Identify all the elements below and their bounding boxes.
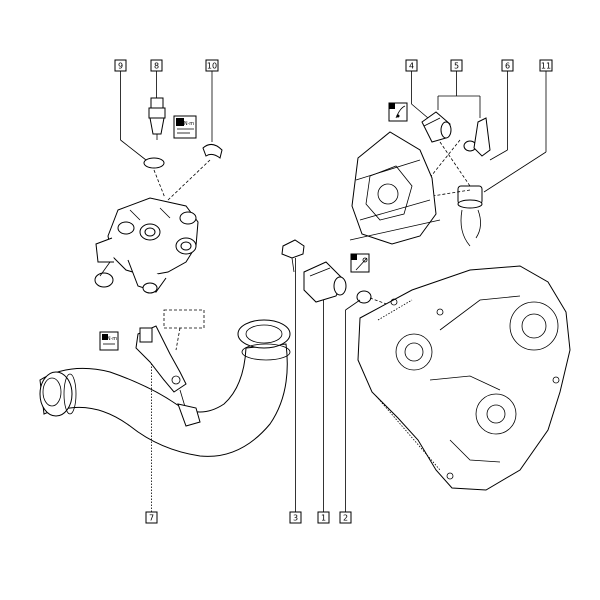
svg-text:5: 5 [454, 62, 459, 71]
bracket-6 [473, 117, 491, 157]
torque-wrench-icon [350, 253, 370, 273]
svg-text:8: 8 [154, 62, 159, 71]
cam-sensor-4 [421, 111, 452, 143]
crank-sensor-1 [303, 261, 347, 303]
svg-text:9: 9 [118, 62, 123, 71]
thermostat-housing-group: 9 8 10 N·m [94, 59, 223, 294]
svg-text:N·m: N·m [184, 121, 194, 127]
svg-text:11: 11 [541, 62, 551, 71]
part-placeholder-dashed [163, 309, 205, 329]
svg-text:3: 3 [293, 514, 298, 523]
hose-assembly-group: N·m 7 [39, 309, 291, 524]
torque-spec-icon-left: N·m [99, 331, 119, 351]
clip-10 [202, 144, 223, 159]
callout-3: 3 [289, 511, 302, 524]
sensor-7 [135, 325, 197, 415]
svg-text:10: 10 [207, 62, 217, 71]
thermostat-housing [94, 197, 199, 294]
callout-7: 7 [145, 511, 158, 524]
svg-text:1: 1 [321, 514, 326, 523]
svg-text:4: 4 [409, 62, 414, 71]
grease-icon [388, 102, 408, 122]
temperature-sensor-8 [148, 97, 166, 140]
svg-text:2: 2 [343, 514, 348, 523]
callout-8: 8 [150, 59, 163, 72]
crank-sensor-group: 3 1 2 [281, 239, 393, 524]
engine-block-partial [349, 131, 441, 245]
timing-cover [357, 265, 571, 491]
callout-1: 1 [317, 511, 330, 524]
callout-10: 10 [205, 59, 219, 72]
o-ring-9 [143, 157, 165, 169]
callout-4: 4 [405, 59, 418, 72]
seal-2 [356, 290, 372, 304]
callout-5: 5 [450, 59, 463, 72]
torque-spec-icon: N·m [173, 115, 197, 139]
sensor-11 [457, 185, 483, 247]
callout-9: 9 [114, 59, 127, 72]
sensor-cluster-group: 4 5 6 11 [349, 59, 553, 247]
svg-text:N·m: N·m [107, 336, 117, 342]
coolant-hose [39, 343, 288, 457]
callout-2: 2 [339, 511, 352, 524]
svg-text:7: 7 [149, 514, 154, 523]
svg-text:6: 6 [505, 62, 510, 71]
callout-6: 6 [501, 59, 514, 72]
callout-11: 11 [539, 59, 553, 72]
bolt-3 [281, 239, 305, 273]
